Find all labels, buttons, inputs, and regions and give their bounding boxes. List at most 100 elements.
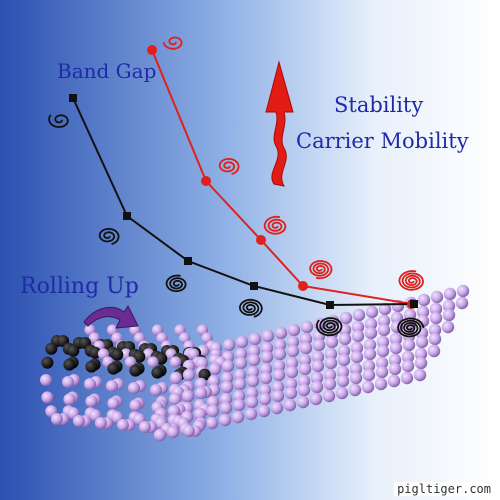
atom <box>273 338 287 352</box>
atom <box>401 359 415 373</box>
atom <box>364 326 378 340</box>
atom <box>72 415 85 427</box>
atom <box>107 362 120 375</box>
atom <box>221 359 235 373</box>
atom <box>414 356 428 370</box>
nanotube-sheet <box>40 284 470 442</box>
atom <box>414 347 428 361</box>
trend-curves <box>69 45 418 309</box>
spiral-icon <box>315 317 343 337</box>
atom <box>443 287 457 301</box>
atom <box>129 399 142 412</box>
atom <box>41 356 54 369</box>
atom <box>232 389 246 403</box>
atom <box>299 332 313 346</box>
atom <box>206 404 220 418</box>
atom <box>324 347 338 361</box>
stability-point <box>147 45 157 55</box>
atom <box>401 350 415 364</box>
atom <box>205 416 219 430</box>
atom <box>323 377 337 391</box>
atom <box>85 395 98 408</box>
atom <box>150 384 162 396</box>
atom <box>231 410 245 424</box>
atom <box>168 392 182 406</box>
atom <box>111 348 124 361</box>
atom <box>388 353 402 367</box>
band-gap-point <box>250 282 258 290</box>
atom <box>351 329 365 343</box>
atom <box>107 397 120 410</box>
atom <box>138 421 151 433</box>
atom <box>339 311 353 325</box>
atom <box>348 383 362 397</box>
atom <box>271 380 285 394</box>
atom <box>441 320 455 334</box>
atom <box>286 344 300 358</box>
band-gap-point <box>326 301 334 309</box>
atom <box>285 356 299 370</box>
atom <box>416 314 430 328</box>
atom <box>323 368 337 382</box>
atom <box>377 323 391 337</box>
atom <box>62 376 74 388</box>
atom <box>206 395 220 409</box>
atom <box>247 344 261 358</box>
atom <box>402 338 416 352</box>
atom <box>361 380 375 394</box>
spiral-icon <box>98 227 120 246</box>
atom <box>198 368 211 381</box>
atom <box>169 371 183 385</box>
atom <box>335 386 349 400</box>
atom <box>274 326 288 340</box>
atom <box>257 404 271 418</box>
atom <box>298 353 312 367</box>
atom <box>388 362 402 376</box>
atom <box>285 365 299 379</box>
atom <box>147 356 159 368</box>
atom <box>351 320 365 334</box>
band-gap-label: Band Gap <box>57 59 157 83</box>
atom <box>63 358 76 371</box>
up-arrow-icon <box>265 60 294 187</box>
atom <box>349 371 363 385</box>
atom <box>128 382 140 394</box>
atom <box>337 353 351 367</box>
atom <box>416 305 430 319</box>
atom <box>284 386 298 400</box>
atom <box>378 302 392 316</box>
atom <box>298 362 312 376</box>
atom <box>261 329 275 343</box>
atom <box>442 299 456 313</box>
atom <box>363 347 377 361</box>
atom <box>124 356 137 368</box>
atom <box>322 389 336 403</box>
atom <box>247 353 261 367</box>
atom <box>389 332 403 346</box>
atom <box>455 296 469 310</box>
atom <box>297 383 311 397</box>
atom <box>375 356 389 370</box>
atom <box>153 428 167 442</box>
atom <box>271 389 285 403</box>
atom <box>337 344 351 358</box>
atom <box>365 305 379 319</box>
atom <box>45 342 58 355</box>
atom <box>362 359 376 373</box>
atom <box>311 350 325 364</box>
atom <box>390 311 404 325</box>
atom <box>84 378 96 390</box>
atom <box>273 347 287 361</box>
atom <box>220 380 234 394</box>
atom <box>311 359 325 373</box>
stability-label: Stability <box>334 93 424 117</box>
stability-point <box>256 235 266 245</box>
atom <box>362 368 376 382</box>
atom <box>376 335 390 349</box>
atom <box>219 392 233 406</box>
atom <box>258 383 272 397</box>
atom <box>260 350 274 364</box>
atom <box>233 377 247 391</box>
atom <box>232 398 246 412</box>
